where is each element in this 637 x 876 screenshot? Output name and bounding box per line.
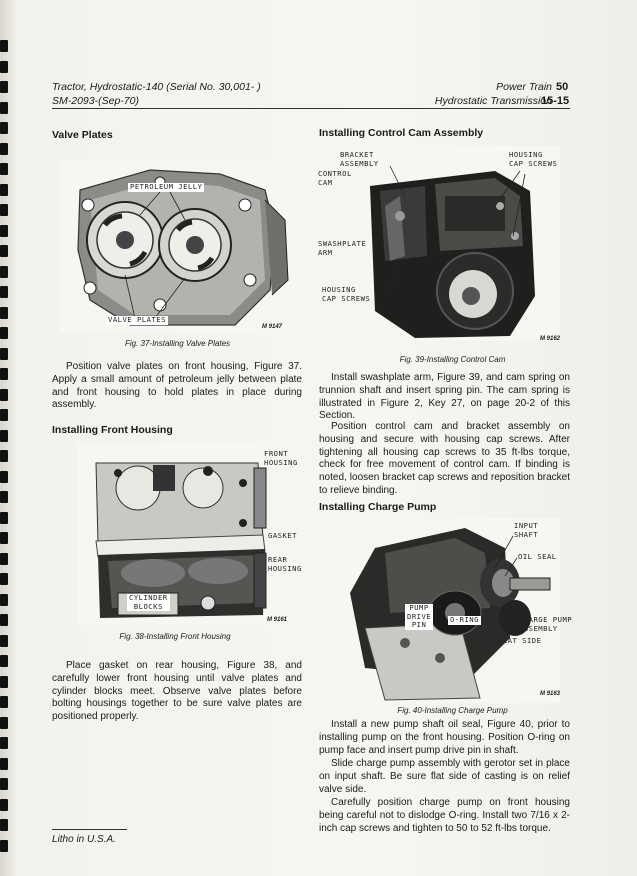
callout-input-shaft: INPUT SHAFT	[514, 521, 539, 539]
callout-rear-housing: REAR HOUSING	[268, 555, 302, 573]
figure-code: M 9163	[540, 691, 561, 697]
callout-cylinder-blocks: CYLINDER BLOCKS	[127, 593, 170, 611]
binding-hole	[0, 491, 8, 503]
binding-hole	[0, 593, 8, 606]
figure-caption-40: Fig. 40-Installing Charge Pump	[397, 706, 508, 715]
binding-hole	[0, 470, 8, 483]
figure-code: M 9161	[267, 617, 288, 623]
paragraph-valve-plates: Position valve plates on front housing, …	[52, 361, 302, 411]
binding-hole	[0, 245, 8, 257]
binding-hole	[0, 757, 8, 770]
spiral-binding	[0, 40, 9, 876]
binding-hole	[0, 696, 8, 708]
binding-hole	[0, 101, 8, 114]
binding-hole	[0, 327, 8, 339]
binding-hole	[0, 142, 8, 155]
binding-hole	[0, 265, 8, 278]
header-title: Tractor, Hydrostatic-140 (Serial No. 30,…	[52, 81, 261, 93]
header-section: Power Train	[496, 81, 552, 93]
binding-hole	[0, 204, 8, 216]
figure-caption-38: Fig. 38-Installing Front Housing	[119, 632, 231, 641]
binding-hole	[0, 675, 8, 688]
section-heading-charge-pump: Installing Charge Pump	[319, 501, 437, 513]
binding-hole	[0, 716, 8, 729]
binding-hole	[0, 614, 8, 626]
paragraph-charge-pump-2: Slide charge pump assembly with gerotor …	[319, 758, 570, 795]
binding-hole	[0, 368, 8, 380]
binding-hole	[0, 429, 8, 442]
binding-hole	[0, 122, 8, 134]
footer-rule	[52, 829, 127, 830]
callout-front-housing: FRONT HOUSING	[264, 449, 298, 467]
control-cam-photo	[345, 146, 560, 341]
header-manual-code: SM-2093-(Sep-70)	[52, 95, 139, 107]
paragraph-control-cam-2: Position control cam and bracket assembl…	[319, 421, 570, 496]
binding-hole	[0, 655, 8, 667]
binding-hole	[0, 798, 8, 811]
callout-gasket: GASKET	[268, 531, 297, 540]
binding-hole	[0, 388, 8, 401]
front-housing-photo	[78, 443, 268, 625]
binding-hole	[0, 286, 8, 298]
binding-hole	[0, 409, 8, 421]
callout-valve-plates: VALVE PLATES	[106, 315, 168, 325]
binding-hole	[0, 839, 8, 852]
binding-hole	[0, 183, 8, 196]
binding-hole	[0, 81, 8, 93]
footer-litho: Litho in U.S.A.	[52, 834, 116, 845]
binding-hole	[0, 347, 8, 360]
paragraph-control-cam-1: Install swashplate arm, Figure 39, and c…	[319, 372, 570, 422]
binding-hole	[0, 511, 8, 524]
callout-swashplate-arm: SWASHPLATE ARM	[318, 239, 367, 257]
binding-hole	[0, 552, 8, 565]
callout-flat-side: FLAT SIDE	[498, 636, 542, 645]
figure-code: M 9162	[540, 336, 561, 342]
figure-code: M 9147	[262, 324, 283, 330]
callout-housing-cap-screws-bottom: HOUSING CAP SCREWS	[322, 285, 371, 303]
callout-pump-drive-pin: PUMP DRIVE PIN	[405, 603, 434, 630]
paragraph-charge-pump-1: Install a new pump shaft oil seal, Figur…	[319, 719, 570, 756]
charge-pump-photo	[345, 518, 560, 703]
binding-hole	[0, 573, 8, 585]
callout-control-cam: CONTROL CAM	[318, 169, 352, 187]
binding-hole	[0, 532, 8, 544]
callout-o-ring: O-RING	[448, 615, 481, 625]
binding-hole	[0, 163, 8, 175]
paragraph-charge-pump-3: Carefully position charge pump on front …	[319, 797, 570, 834]
callout-bracket-assembly: BRACKET ASSEMBLY	[340, 150, 379, 168]
binding-hole	[0, 819, 8, 831]
binding-hole	[0, 450, 8, 462]
binding-hole	[0, 60, 8, 73]
callout-housing-cap-screws-top: HOUSING CAP SCREWS	[509, 150, 558, 168]
binding-hole	[0, 40, 8, 52]
page-number: 50	[556, 81, 569, 93]
section-page-number: 15-15	[541, 95, 570, 107]
paragraph-front-housing: Place gasket on rear housing, Figure 38,…	[52, 660, 302, 723]
section-heading-control-cam: Installing Control Cam Assembly	[319, 127, 484, 139]
figure-caption-37: Fig. 37-Installing Valve Plates	[124, 339, 231, 348]
section-heading-front-housing: Installing Front Housing	[52, 424, 173, 436]
header-rule	[52, 108, 570, 109]
binding-hole	[0, 778, 8, 790]
header-subsection: Hydrostatic Transmission	[434, 95, 552, 107]
callout-petroleum-jelly: PETROLEUM JELLY	[128, 182, 205, 192]
binding-hole	[0, 634, 8, 647]
callout-oil-seal: OIL SEAL	[518, 552, 557, 561]
callout-charge-pump-assembly: CHARGE PUMP ASSEMBLY	[519, 615, 573, 633]
binding-hole	[0, 306, 8, 319]
binding-hole	[0, 224, 8, 237]
binding-hole	[0, 737, 8, 749]
section-heading-valve-plates: Valve Plates	[52, 129, 113, 141]
figure-caption-39: Fig. 39-Installing Control Cam	[399, 355, 506, 364]
